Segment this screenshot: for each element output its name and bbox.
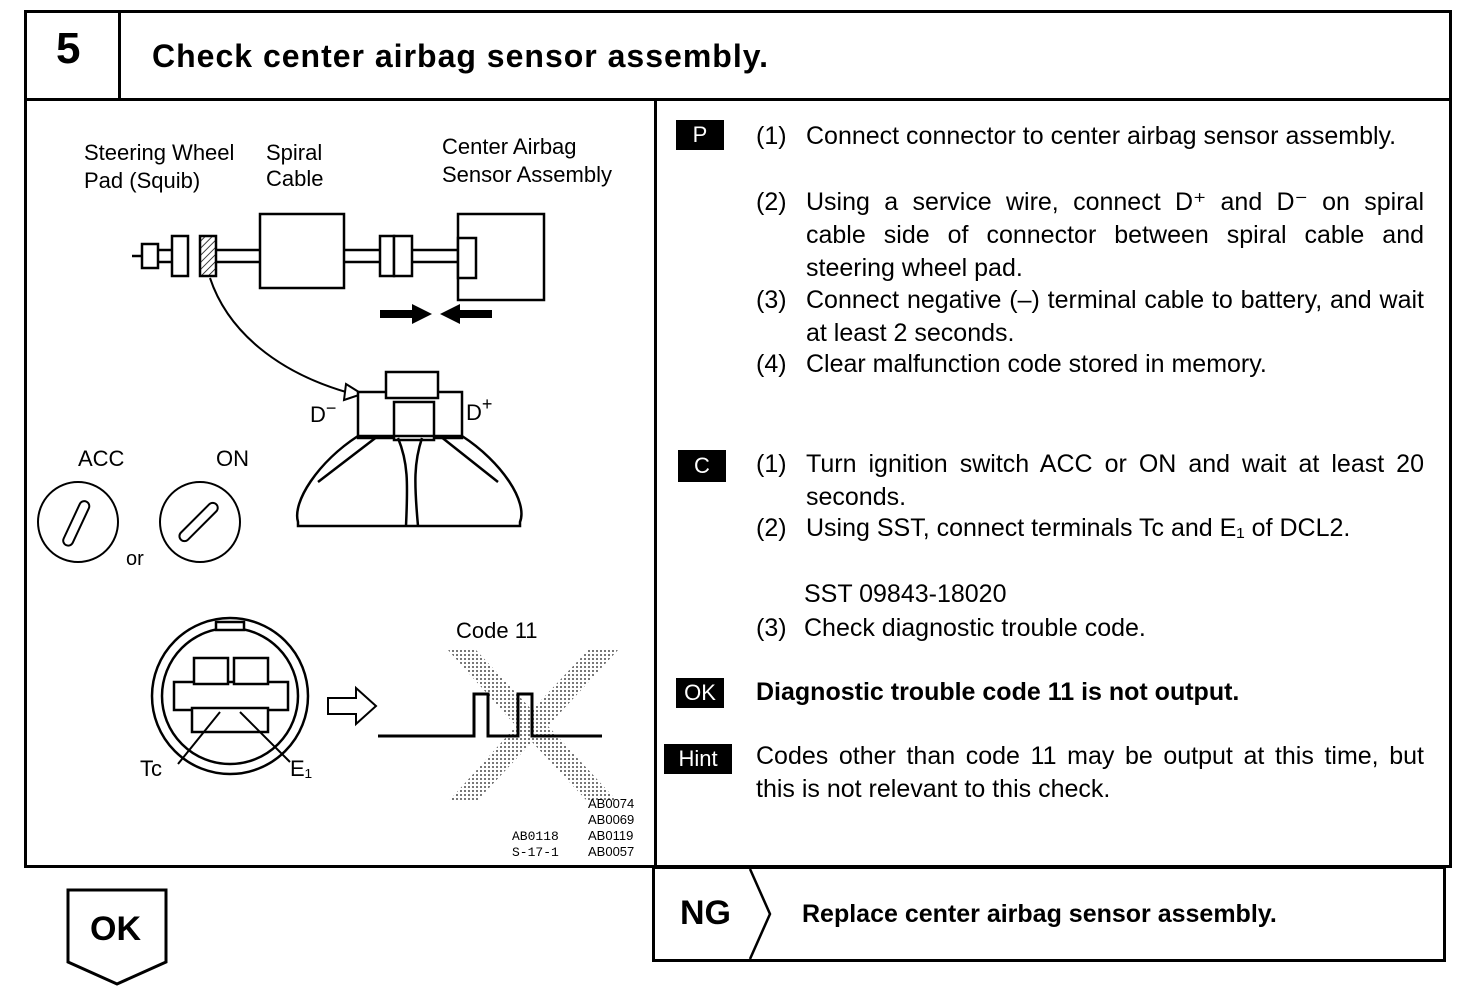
ref-right-1: AB0074 bbox=[588, 796, 634, 811]
p-item-1: (1) Connect connector to center airbag s… bbox=[756, 120, 1424, 186]
label-steering-wheel-2: Pad (Squib) bbox=[84, 168, 200, 193]
p-item-2-num: (2) bbox=[756, 188, 787, 216]
label-or: or bbox=[126, 548, 144, 570]
ng-chevron bbox=[748, 869, 772, 959]
c-item-sst: SST 09843-18020 bbox=[756, 578, 1424, 611]
ref-left-1: AB0118 bbox=[512, 829, 559, 844]
ref-right-2: AB0069 bbox=[588, 812, 634, 827]
label-sensor-2: Sensor Assembly bbox=[442, 162, 612, 187]
ignition-switch-icons bbox=[37, 481, 241, 563]
label-tc: Tc bbox=[140, 756, 162, 781]
p-item-2: (2) Using a service wire, connect D⁺ and… bbox=[756, 186, 1424, 285]
label-steering-wheel-1: Steering Wheel bbox=[84, 140, 234, 165]
c-tag: C bbox=[678, 450, 726, 482]
p-tag: P bbox=[676, 120, 724, 150]
c-item-2-text: Using SST, connect terminals Tc and E₁ o… bbox=[806, 514, 1351, 542]
p-item-3-num: (3) bbox=[756, 286, 787, 314]
p-item-3-text: Connect negative (–) terminal cable to b… bbox=[806, 286, 1424, 347]
header-divider bbox=[24, 98, 1452, 101]
c-item-3-text: Check diagnostic trouble code. bbox=[804, 614, 1146, 642]
label-d-plus: D+ bbox=[466, 394, 492, 425]
hint-tag: Hint bbox=[664, 744, 732, 774]
label-d-minus: D− bbox=[310, 398, 336, 427]
label-spiral-2: Cable bbox=[266, 166, 323, 191]
c-item-2: (2) Using SST, connect terminals Tc and … bbox=[756, 512, 1424, 578]
ok-down-arrow bbox=[66, 888, 168, 986]
step-number: 5 bbox=[56, 24, 81, 73]
p-item-3: (3) Connect negative (–) terminal cable … bbox=[756, 284, 1424, 350]
p-item-1-text: Connect connector to center airbag senso… bbox=[806, 122, 1397, 150]
ref-left-2: S-17-1 bbox=[512, 845, 559, 860]
connector-detail bbox=[295, 370, 523, 528]
hint-text: Codes other than code 11 may be output a… bbox=[756, 742, 1424, 803]
ng-tag: NG bbox=[680, 894, 731, 932]
airbag-diagram: Steering Wheel Pad (Squib) Spiral Cable … bbox=[37, 134, 634, 860]
ref-right-4: AB0057 bbox=[588, 844, 634, 859]
c-item-1-text: Turn ignition switch ACC or ON and wait … bbox=[806, 450, 1424, 511]
c-item-sst-text: SST 09843-18020 bbox=[804, 580, 1007, 608]
c-item-2-num: (2) bbox=[756, 514, 787, 542]
page-title: Check center airbag sensor assembly. bbox=[152, 38, 770, 74]
ref-right-3: AB0119 bbox=[588, 828, 633, 843]
ng-box bbox=[652, 866, 1446, 962]
c-item-1-num: (1) bbox=[756, 450, 787, 478]
p-item-1-num: (1) bbox=[756, 122, 787, 150]
crossed-code-icon bbox=[378, 650, 618, 802]
detail-arrow-icon bbox=[209, 277, 347, 393]
p-item-4-num: (4) bbox=[756, 350, 787, 378]
connector-chain bbox=[132, 212, 546, 302]
ok-arrow-label: OK bbox=[90, 910, 141, 948]
label-sensor-1: Center Airbag bbox=[442, 134, 577, 159]
ng-text: Replace center airbag sensor assembly. bbox=[802, 900, 1277, 928]
p-item-2-text: Using a service wire, connect D⁺ and D⁻ … bbox=[806, 188, 1424, 282]
dcl2-connector bbox=[150, 616, 310, 776]
ok-tag: OK bbox=[676, 678, 724, 708]
label-acc: ACC bbox=[78, 446, 125, 471]
p-item-4-text: Clear malfunction code stored in memory. bbox=[806, 350, 1267, 378]
label-on: ON bbox=[216, 446, 249, 471]
c-item-3: (3) Check diagnostic trouble code. bbox=[756, 612, 1424, 645]
push-arrows-icon bbox=[380, 304, 492, 324]
ok-text: Diagnostic trouble code 11 is not output… bbox=[756, 678, 1240, 706]
c-item-3-num: (3) bbox=[756, 614, 787, 642]
p-item-4: (4) Clear malfunction code stored in mem… bbox=[756, 348, 1436, 381]
c-item-1: (1) Turn ignition switch ACC or ON and w… bbox=[756, 448, 1424, 514]
label-code-11: Code 11 bbox=[456, 618, 538, 643]
arrow-right-icon bbox=[327, 685, 378, 727]
label-spiral-1: Spiral bbox=[266, 140, 322, 165]
column-divider bbox=[654, 98, 657, 868]
label-e1: E₁ bbox=[290, 756, 312, 781]
step-number-divider bbox=[118, 10, 121, 100]
